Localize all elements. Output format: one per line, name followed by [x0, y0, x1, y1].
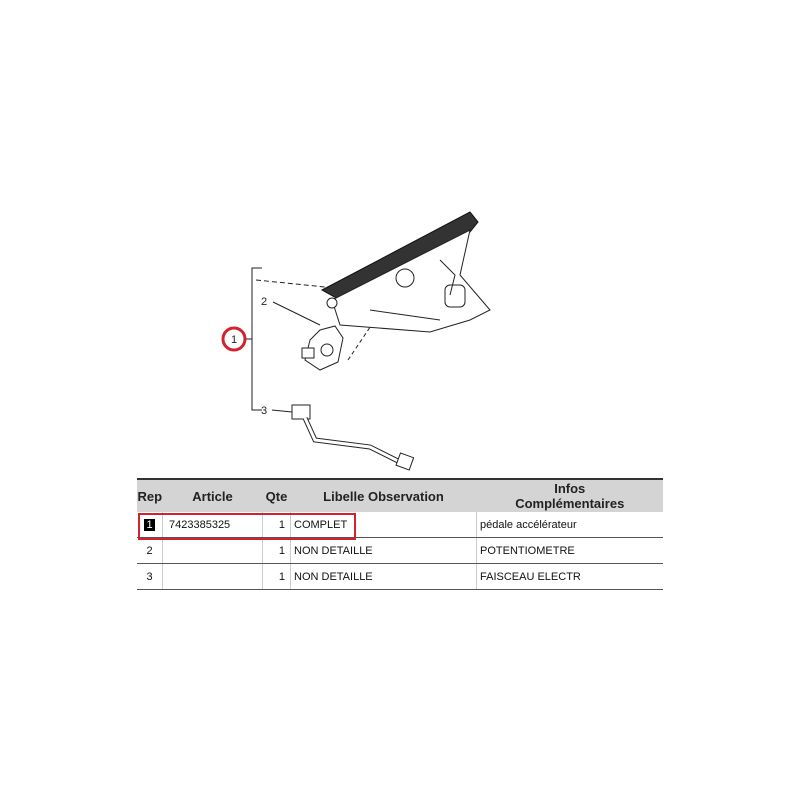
leader-line-1	[255, 279, 326, 288]
callout-3: 3	[261, 405, 267, 417]
infos-cell: FAISCEAU ELECTR	[476, 563, 663, 590]
exploded-parts-diagram: 1 2 3	[221, 211, 491, 471]
libelle-cell: COMPLET	[290, 512, 477, 538]
table-header: Rep Article Qte Libelle Observation Info…	[137, 478, 663, 512]
header-libelle: Libelle Observation	[290, 478, 477, 512]
header-article: Article	[162, 478, 263, 512]
parts-table: Rep Article Qte Libelle Observation Info…	[137, 478, 663, 590]
pedal-assembly	[320, 211, 491, 333]
callout-1: 1	[231, 334, 237, 346]
qte-cell: 1	[262, 537, 291, 564]
article-cell	[162, 563, 263, 590]
callout-1-highlight-circle	[221, 326, 247, 352]
potentiometer-part	[301, 325, 344, 371]
table-row[interactable]: 3 1 NON DETAILLE FAISCEAU ELECTR	[137, 563, 663, 590]
table-row[interactable]: 1 7423385325 1 COMPLET pédale accélérate…	[137, 512, 663, 538]
wiring-harness-part	[291, 404, 415, 471]
article-cell: 7423385325	[162, 512, 263, 538]
leader-line-3	[271, 409, 293, 413]
rep-cell: 2	[137, 537, 163, 564]
libelle-cell: NON DETAILLE	[290, 537, 477, 564]
highlight-box	[138, 513, 356, 540]
callout-2: 2	[261, 296, 267, 308]
infos-cell: POTENTIOMETRE	[476, 537, 663, 564]
qte-cell: 1	[262, 512, 291, 538]
leader-line-2	[272, 301, 321, 326]
qte-cell: 1	[262, 563, 291, 590]
libelle-cell: NON DETAILLE	[290, 563, 477, 590]
infos-cell: pédale accélérateur	[476, 512, 663, 538]
rep-cell: 3	[137, 563, 163, 590]
rep-cell: 1	[144, 518, 155, 531]
header-rep: Rep	[137, 478, 163, 512]
group-bracket	[251, 267, 262, 411]
article-cell	[162, 537, 263, 564]
header-qte: Qte	[262, 478, 291, 512]
table-row[interactable]: 2 1 NON DETAILLE POTENTIOMETRE	[137, 537, 663, 564]
